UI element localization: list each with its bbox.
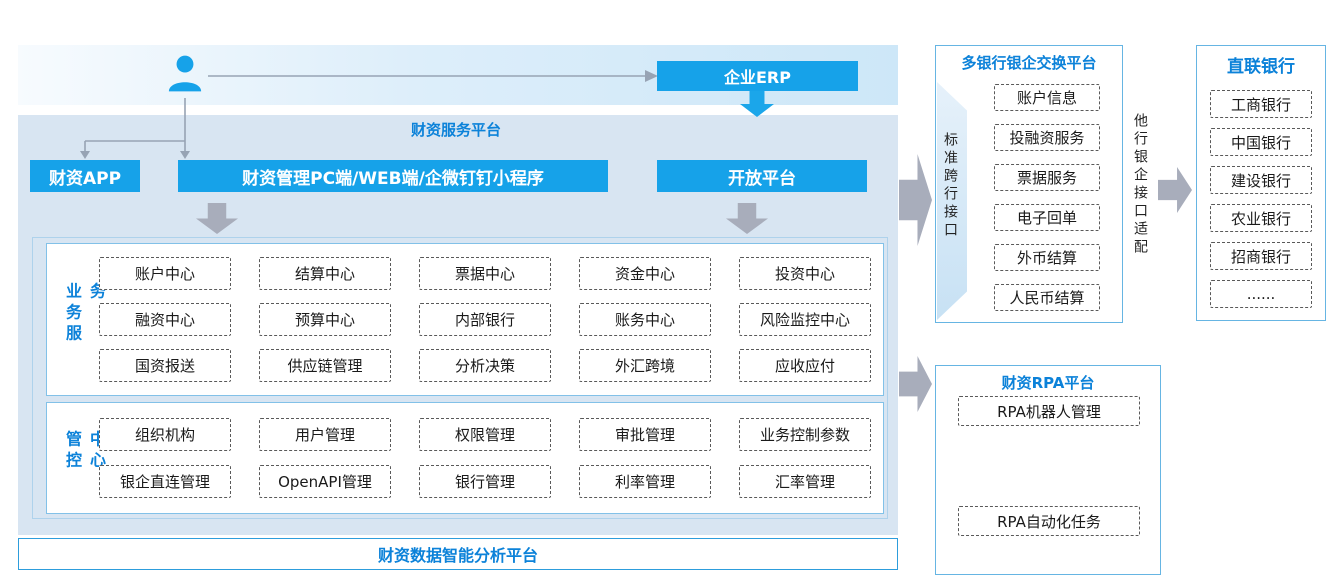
control-grid: 组织机构 用户管理 权限管理 审批管理 业务控制参数 银企直连管理 OpenAP… [99, 403, 871, 513]
right-arrow-icon [899, 356, 932, 412]
control-item: 业务控制参数 [739, 417, 871, 451]
business-item: 票据中心 [419, 257, 551, 290]
business-item: 外汇跨境 [579, 349, 711, 382]
control-item: 利率管理 [579, 465, 711, 499]
banks-title: 直联银行 [1227, 57, 1295, 77]
open-platform-node: 开放平台 [657, 160, 867, 192]
rpa-robot-item: RPA机器人管理 [958, 396, 1140, 426]
control-item: 汇率管理 [739, 465, 871, 499]
bank-exchange-panel: 多银行银企交换平台 账户信息 投融资服务 票据服务 电子回单 外币结算 人民币结… [935, 45, 1123, 323]
exchange-item: 外币结算 [994, 244, 1100, 271]
business-item: 账务中心 [579, 303, 711, 336]
rpa-panel: 财资RPA平台 RPA机器人管理 RPA自动化任务 [935, 365, 1161, 575]
control-center-section: 管控中心 组织机构 用户管理 权限管理 审批管理 业务控制参数 银企直连管理 O… [46, 402, 884, 514]
business-item: 结算中心 [259, 257, 391, 290]
bank-item: 工商银行 [1210, 90, 1312, 118]
sections-outer-box [32, 237, 888, 519]
funnel-shape [937, 82, 967, 320]
treasury-pc-web-node: 财资管理PC端/WEB端/企微钉钉小程序 [178, 160, 608, 192]
bank-items: 工商银行 中国银行 建设银行 农业银行 招商银行 ...... [1210, 90, 1312, 308]
business-item: 投资中心 [739, 257, 871, 290]
direct-banks-panel: 直联银行 工商银行 中国银行 建设银行 农业银行 招商银行 ...... [1196, 45, 1326, 321]
data-analysis-bar: 财资数据智能分析平台 [18, 538, 898, 570]
business-item: 风险监控中心 [739, 303, 871, 336]
business-item: 融资中心 [99, 303, 231, 336]
business-item: 账户中心 [99, 257, 231, 290]
right-arrow-icon [1158, 167, 1192, 213]
right-arrow-icon [899, 154, 932, 246]
business-item: 预算中心 [259, 303, 391, 336]
rpa-task-item: RPA自动化任务 [958, 506, 1140, 536]
bank-item: 中国银行 [1210, 128, 1312, 156]
control-item: 权限管理 [419, 417, 551, 451]
business-item: 国资报送 [99, 349, 231, 382]
bank-item: 农业银行 [1210, 204, 1312, 232]
bank-item: 建设银行 [1210, 166, 1312, 194]
treasury-app-node: 财资APP [30, 160, 140, 192]
business-item: 内部银行 [419, 303, 551, 336]
platform-title: 财资服务平台 [410, 121, 501, 139]
exchange-item: 电子回单 [994, 204, 1100, 231]
exchange-item: 人民币结算 [994, 284, 1100, 311]
exchange-item: 账户信息 [994, 84, 1100, 111]
exchange-item: 投融资服务 [994, 124, 1100, 151]
user-icon [163, 52, 207, 96]
business-grid: 账户中心 结算中心 票据中心 资金中心 投资中心 融资中心 预算中心 内部银行 … [99, 244, 871, 395]
control-item: 用户管理 [259, 417, 391, 451]
exchange-title: 多银行银企交换平台 [961, 54, 1097, 72]
control-item: 审批管理 [579, 417, 711, 451]
business-item: 应收应付 [739, 349, 871, 382]
control-item: OpenAPI管理 [259, 465, 391, 499]
bank-item: 招商银行 [1210, 242, 1312, 270]
exchange-items: 账户信息 投融资服务 票据服务 电子回单 外币结算 人民币结算 [994, 84, 1100, 311]
erp-node: 企业ERP [657, 61, 858, 91]
control-item: 组织机构 [99, 417, 231, 451]
control-item: 银企直连管理 [99, 465, 231, 499]
standard-interface-label: 标准跨行接口 [942, 131, 958, 240]
business-services-section: 业务服务 账户中心 结算中心 票据中心 资金中心 投资中心 融资中心 预算中心 … [46, 243, 884, 396]
bank-item: ...... [1210, 280, 1312, 308]
other-bank-adapter-label: 他行银企接口适配 [1132, 113, 1148, 257]
control-item: 银行管理 [419, 465, 551, 499]
business-item: 供应链管理 [259, 349, 391, 382]
business-item: 资金中心 [579, 257, 711, 290]
business-item: 分析决策 [419, 349, 551, 382]
rpa-title: 财资RPA平台 [1001, 374, 1095, 392]
exchange-item: 票据服务 [994, 164, 1100, 191]
